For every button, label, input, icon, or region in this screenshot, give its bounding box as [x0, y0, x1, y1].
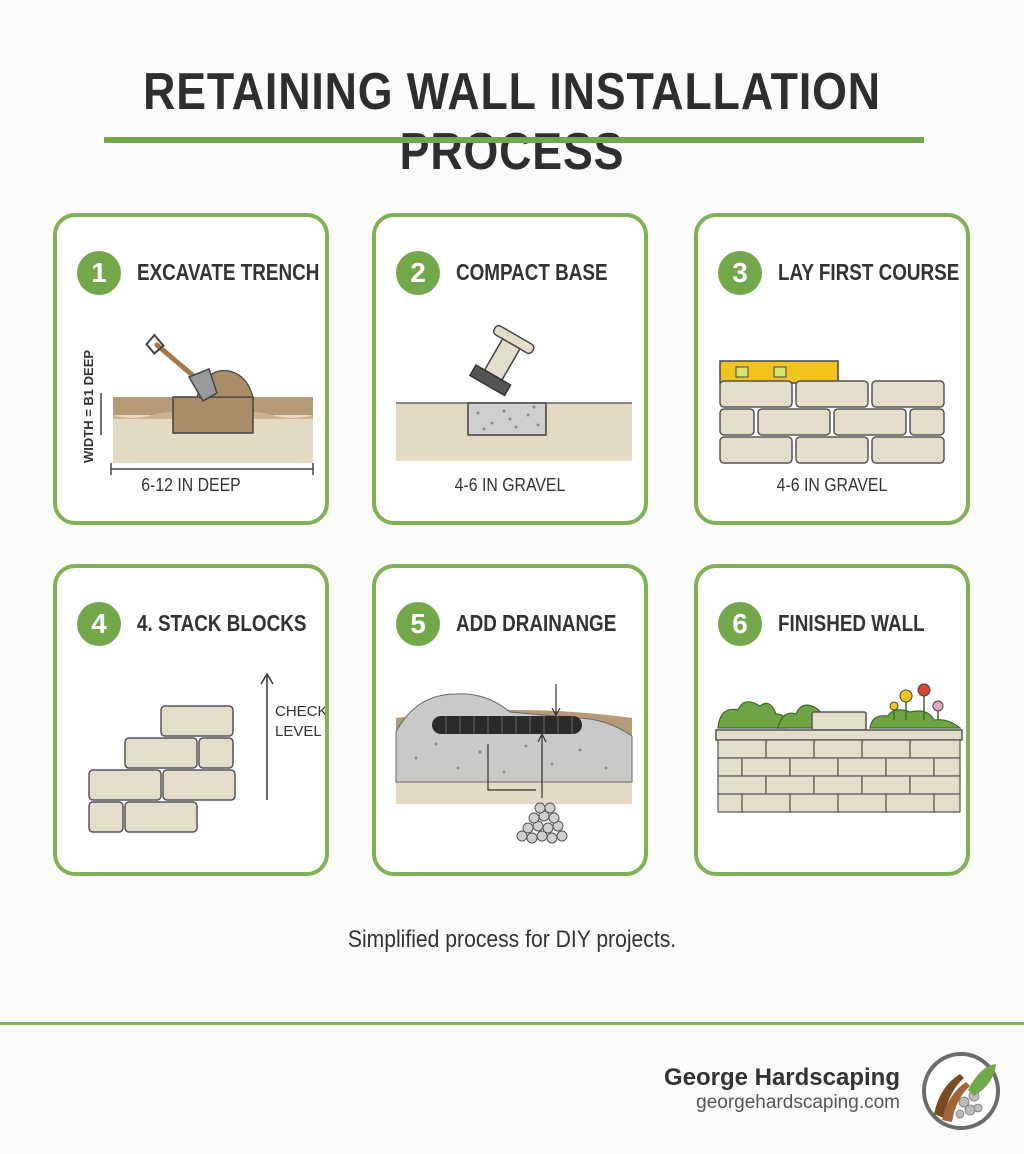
step-caption: 6-12 IN DEEP: [141, 475, 241, 495]
first-course-illustration: [719, 360, 945, 464]
step-card-2: 2 COMPACT BASE 4-6 IN GRAVEL: [372, 213, 648, 525]
level-label: LEVEL: [275, 723, 322, 740]
step-card-1: 1 EXCAVATE TRENCH WIDTH = B1 DEEP 6-12 I…: [53, 213, 329, 525]
drainage-illustration: [395, 684, 633, 844]
step-number-badge: 5: [396, 602, 440, 646]
excavation-illustration: WIDTH = B1 DEEP: [81, 333, 314, 475]
step-card-5: 5 ADD DRAINANGE: [372, 564, 648, 876]
brand-url[interactable]: georgehardscaping.com: [696, 1092, 900, 1113]
footer-divider: [0, 1022, 1024, 1025]
step-title: FINISHED WALL: [778, 610, 925, 636]
up-arrow-icon: [260, 672, 274, 800]
step-caption: 4-6 IN GRAVEL: [776, 475, 888, 495]
step-number-badge: 3: [718, 251, 762, 295]
gravel-pile-icon: [516, 802, 568, 844]
brand-name: George Hardscaping: [663, 1064, 900, 1091]
step-number-badge: 2: [396, 251, 440, 295]
title-divider: [104, 137, 924, 143]
compaction-illustration: [396, 324, 632, 461]
step-title: EXCAVATE TRENCH: [137, 259, 320, 285]
step-card-3: 3 LAY FIRST COURSE 4-6 IN GRAVEL: [694, 213, 970, 525]
side-dimension-label: WIDTH = B1 DEEP: [81, 350, 96, 463]
step-card-6: 6 FINISHED WALL: [694, 564, 970, 876]
spirit-level-icon: [719, 360, 839, 384]
step-number-badge: 4: [77, 602, 121, 646]
shovel-icon: [145, 333, 218, 403]
step-title: COMPACT BASE: [456, 259, 608, 285]
step-caption: 4-6 IN GRAVEL: [454, 475, 566, 495]
plate-compactor-icon: [468, 324, 535, 397]
step-number-badge: 1: [77, 251, 121, 295]
drain-pipe-icon: [432, 716, 582, 734]
step-title: 4. STACK BLOCKS: [137, 610, 307, 636]
page-title: RETAINING WALL INSTALLATION PROCESS: [143, 63, 881, 181]
logo-icon: [922, 1052, 1000, 1130]
flower-icon: [889, 683, 944, 720]
footer-note: Simplified process for DIY projects.: [347, 926, 677, 953]
stacked-blocks-illustration: CHECK LEVEL: [88, 672, 325, 833]
step-title: LAY FIRST COURSE: [778, 259, 960, 285]
step-title: ADD DRAINANGE: [456, 610, 617, 636]
step-number-badge: 6: [718, 602, 762, 646]
finished-wall-illustration: [715, 683, 963, 813]
step-card-4: 4 4. STACK BLOCKS CHECK LEVEL: [53, 564, 329, 876]
check-label: CHECK: [275, 703, 325, 720]
